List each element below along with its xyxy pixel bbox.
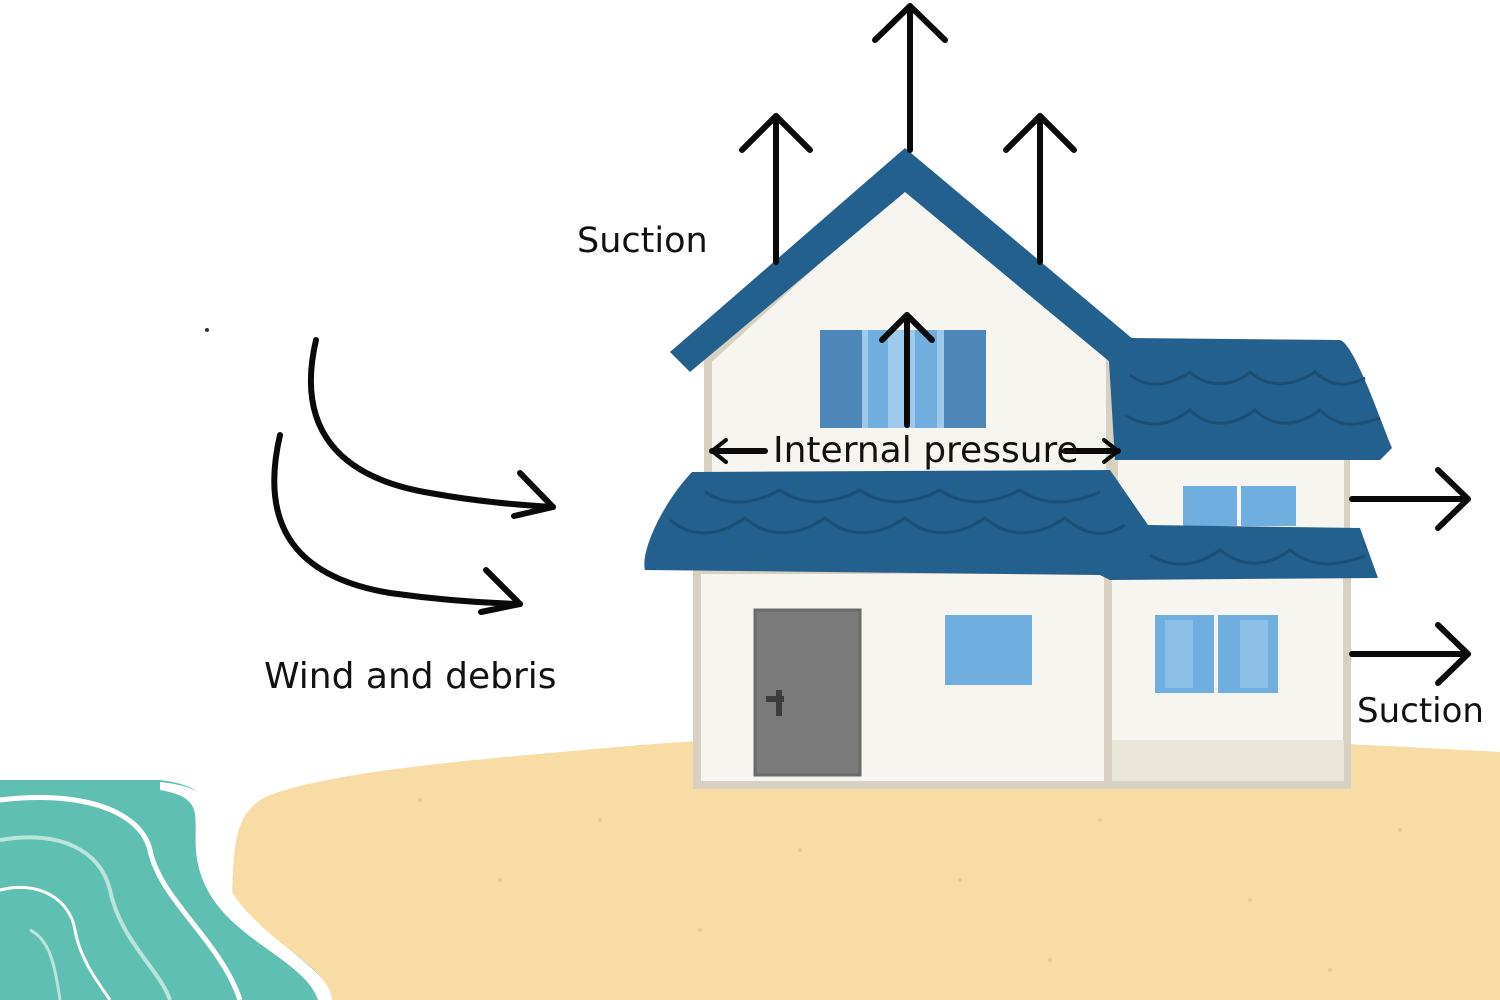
debris-speck <box>205 328 209 332</box>
internal-pressure-label: Internal pressure <box>773 430 1079 471</box>
ground-window-center <box>945 615 1032 685</box>
wind-curved-arrow-lower <box>271 432 523 607</box>
suction-roof-label: Suction <box>577 221 708 261</box>
arrowhead-icon <box>1435 467 1471 531</box>
suction-side-label: Suction <box>1357 691 1484 731</box>
arrowhead-icon <box>1003 113 1077 153</box>
wave-line <box>29 928 62 1000</box>
arrowhead-icon <box>739 113 813 153</box>
arrowhead-icon <box>478 567 523 615</box>
ground-window-right <box>1155 615 1278 693</box>
arrowhead-icon <box>710 438 728 464</box>
shingle-line <box>1149 548 1366 566</box>
sea-area <box>0 780 330 1000</box>
wall-base <box>1112 740 1344 781</box>
upper-side-window <box>1183 486 1296 526</box>
shingle-line <box>704 488 1101 504</box>
arrowhead-icon <box>872 3 948 43</box>
side-upper-roof <box>1108 338 1392 460</box>
sand-area <box>215 733 1500 1000</box>
arrowhead-icon <box>879 312 935 343</box>
main-eave-roof <box>644 470 1378 580</box>
wave-line <box>0 885 112 1000</box>
wave-line <box>0 835 172 1000</box>
gable-window <box>820 330 986 428</box>
arrowhead-icon <box>511 470 556 519</box>
shingle-line <box>1129 370 1366 386</box>
sand-texture <box>418 778 1402 972</box>
arrowhead-icon <box>1435 622 1471 686</box>
door-handle-stem <box>776 690 782 716</box>
wave-line <box>0 795 243 1000</box>
door-handle <box>766 696 784 702</box>
arrowhead-icon <box>1102 438 1120 464</box>
front-door <box>753 608 862 777</box>
wind-curved-arrow-upper <box>308 337 556 510</box>
wind-and-debris-label: Wind and debris <box>264 656 557 697</box>
shingle-line <box>1124 408 1381 426</box>
sea-foam <box>160 782 332 1000</box>
shingle-line <box>669 516 1126 535</box>
